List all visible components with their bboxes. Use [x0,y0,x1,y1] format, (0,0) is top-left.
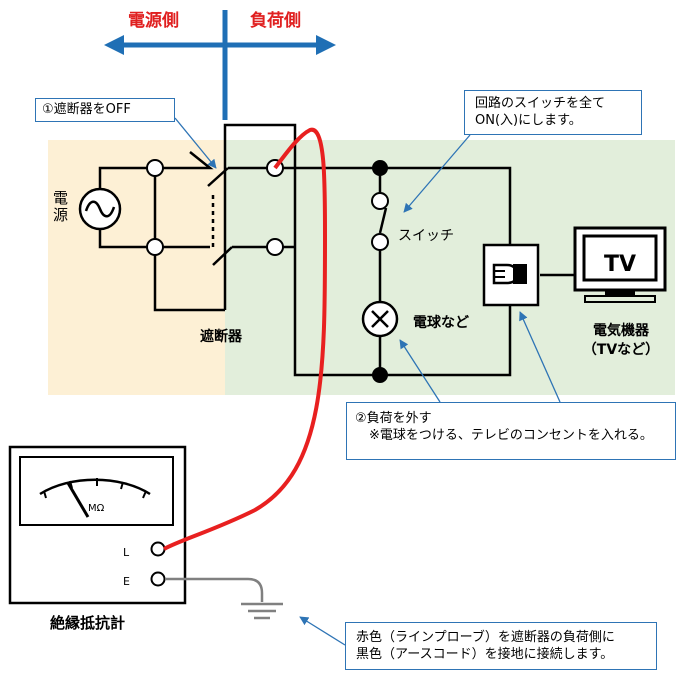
terminal-e [150,571,166,587]
meter-unit-label: MΩ [88,503,105,514]
tv-icon [573,226,667,303]
callout-remove-load-line2: ※電球をつける、テレビのコンセントを入れる。 [369,428,653,443]
bulb-label: 電球など [413,314,469,331]
meter-name-label: 絶縁抵抗計 [50,614,125,632]
callout-switch-on: 回路のスイッチを全て ON(入)にします。 [464,90,642,135]
callout-remove-load-line1: ②負荷を外す [355,411,432,426]
callout-connect-line2: 黒色（アースコード）を接地に接続します。 [356,647,614,662]
callout-breaker-off-text: ①遮断器をOFF [42,102,131,117]
right-arrow-icon [316,35,336,55]
outlet-icon [482,243,540,307]
callout-connect: 赤色（ラインプローブ）を遮断器の負荷側に 黒色（アースコード）を接地に接続します… [345,622,657,670]
source-side-label: 電源側 [128,10,179,31]
earth-cord [165,577,264,602]
source-side-area [48,140,225,395]
left-arrow-icon [104,35,124,55]
callout-switch-on-line2: ON(入)にします。 [475,113,582,128]
power-label-1: 電 [53,189,68,207]
appliance-label-1: 電気機器 [593,322,650,339]
direction-indicator [104,10,336,120]
line-probe-cord [163,127,327,551]
junction-bottom [372,367,388,383]
terminal-e-label: E [123,575,130,588]
callout-arrows [174,117,561,646]
power-label-2: 源 [53,206,68,224]
breaker-terminals [146,159,389,256]
meter-needle [66,482,90,518]
terminal-l [150,541,166,557]
callout-breaker-off: ①遮断器をOFF [35,98,175,122]
ground-icon [241,602,283,620]
callout-remove-load: ②負荷を外す ※電球をつける、テレビのコンセントを入れる。 [346,402,676,460]
junction-top [372,160,388,176]
insulation-meter [8,445,187,605]
appliance-label-2: （TVなど） [583,342,659,358]
callout-connect-line1: 赤色（ラインプローブ）を遮断器の負荷側に [356,630,615,645]
switch-label: スイッチ [398,228,454,244]
terminal-l-label: L [123,546,130,559]
tv-label: TV [604,252,636,277]
load-side-label: 負荷側 [250,10,301,31]
callout-switch-on-line1: 回路のスイッチを全て [475,96,606,111]
breaker-label: 遮断器 [200,328,243,345]
